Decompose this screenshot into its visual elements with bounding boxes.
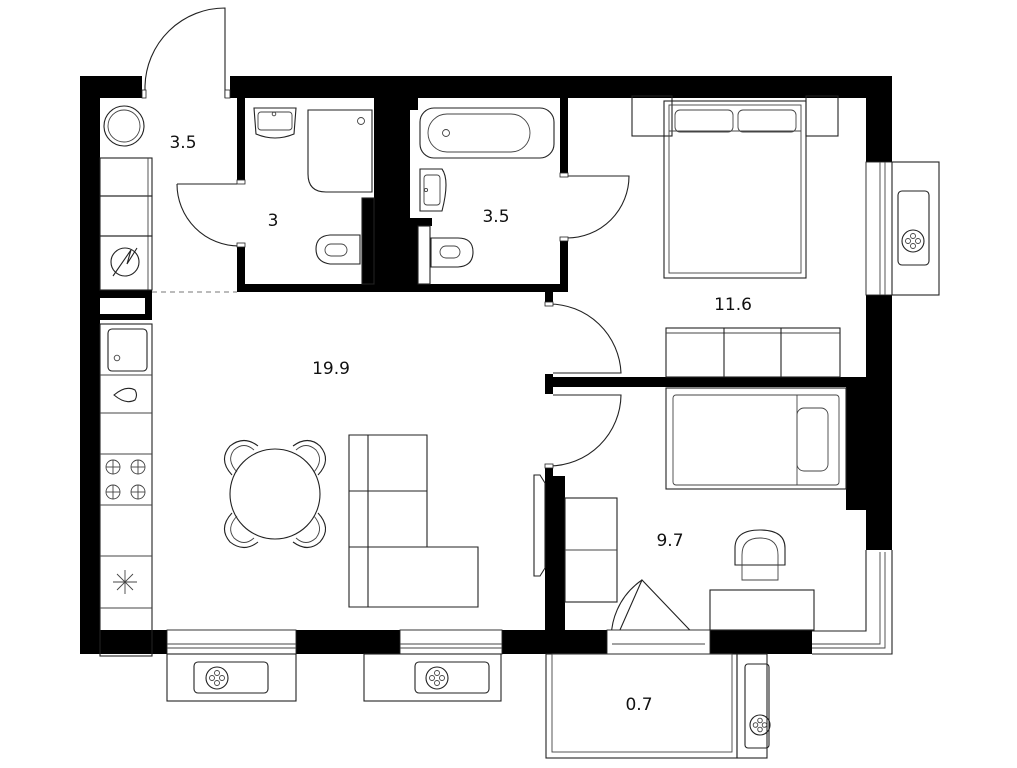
tv-icon [533,474,546,577]
ac-unit-bottom-mid [363,653,502,702]
electric-panel-icon [110,247,140,277]
chair-icon [734,529,786,581]
desk [709,589,815,631]
balcony-door[interactable] [606,579,711,655]
burners-icon [105,459,146,500]
window-living-right [399,629,503,655]
windows [166,161,893,655]
balcony [545,653,771,759]
kitchen-counter [99,323,153,657]
wardrobe [665,327,841,378]
living-area: 19.9 [312,359,350,379]
small-bedroom-area: 9.7 [656,531,683,551]
wc-door[interactable] [176,179,246,248]
toilet-icon [315,234,361,265]
small-bedroom-door[interactable] [544,394,622,469]
fan-icon [429,670,445,686]
fan-icon [209,670,225,686]
wc-fixtures [253,107,375,285]
window-living-left [166,629,297,655]
sink-icon [107,328,148,372]
ac-unit-right [891,161,940,296]
toilet-icon [430,237,474,268]
ac-unit-bottom-left [166,653,297,702]
entry-door[interactable] [141,7,231,99]
sink-icon [253,107,297,139]
boiler-icon [103,105,145,147]
window-small-bedroom-corner [812,550,893,655]
window-main-bedroom [865,161,893,296]
corner-sofa [348,434,479,608]
balcony-area: 0.7 [625,695,652,715]
hallway-area: 3.5 [169,133,196,153]
main-bedroom-furniture [631,95,841,378]
snowflake-icon [113,570,137,594]
fan-icon [752,717,768,733]
main-bedroom-area: 11.6 [714,295,752,315]
kitchen-furniture [99,323,153,657]
area-labels: 3.5 3 3.5 11.6 19.9 9.7 0.7 [169,133,751,715]
faucet-icon [113,387,138,403]
hallway-fixtures [99,105,153,291]
sink-icon [419,168,447,212]
small-bedroom-furniture [533,387,847,631]
shelf [564,497,618,603]
single-bed-icon [665,387,847,490]
wc-area: 3 [268,211,279,231]
bath-fixtures [417,107,555,285]
bathtub-icon [419,107,555,159]
main-bedroom-door[interactable] [544,301,622,374]
dining-set [223,439,327,549]
bathroom-door[interactable] [559,172,630,242]
shower-tray-icon [307,109,373,193]
double-bed-icon [663,100,807,279]
bathroom-area: 3.5 [482,207,509,227]
fan-icon [905,233,921,249]
walls [80,76,892,654]
doors [141,7,711,655]
